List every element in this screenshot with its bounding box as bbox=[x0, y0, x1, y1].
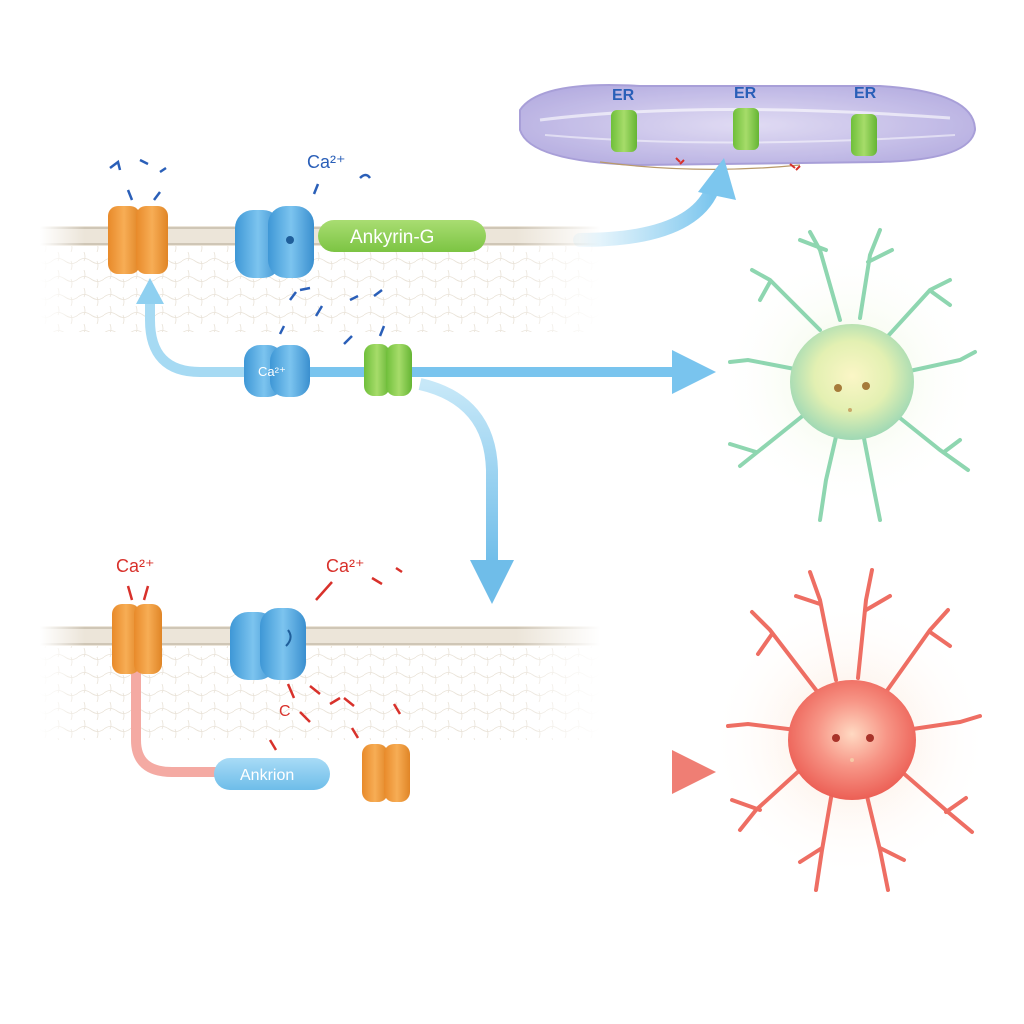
er-channel-2 bbox=[733, 108, 759, 150]
mid-green-channel bbox=[364, 344, 412, 396]
mid-ca-label: Ca²⁺ bbox=[258, 364, 286, 379]
er-label-1: ER bbox=[612, 87, 635, 104]
bottom-orange-channel-small bbox=[362, 744, 410, 802]
arrow-feedback-loop bbox=[145, 300, 250, 377]
ankyrin-bottom-label: Ankrion bbox=[240, 767, 294, 784]
er-channel-3 bbox=[851, 114, 877, 156]
er-channel-1 bbox=[611, 110, 637, 152]
stressed-cell bbox=[710, 568, 990, 892]
er-label-3: ER bbox=[854, 85, 877, 102]
bottom-ion-symbols: Ca²⁺ Ca²⁺ C bbox=[116, 556, 403, 751]
ankyrin-bottom: Ankrion bbox=[214, 758, 330, 790]
arrow-down bbox=[418, 378, 498, 565]
healthy-cell bbox=[720, 228, 980, 522]
arrow-to-er bbox=[573, 183, 719, 247]
top-blue-channel bbox=[235, 206, 314, 278]
ca-ion-label-small: C bbox=[279, 703, 291, 720]
top-orange-channel bbox=[108, 206, 168, 274]
top-arrows bbox=[136, 158, 736, 604]
bottom-blue-channel bbox=[230, 608, 306, 680]
arrow-stress-loop bbox=[131, 668, 230, 777]
ca-ion-label-left: Ca²⁺ bbox=[116, 556, 155, 576]
ankyrin-g-label: Ankyrin-G bbox=[350, 227, 434, 248]
bottom-orange-channel bbox=[112, 604, 162, 674]
er-label-2: ER bbox=[734, 85, 757, 102]
mid-blue-channel: Ca²⁺ bbox=[244, 345, 310, 397]
ca-ion-label-right: Ca²⁺ bbox=[326, 556, 365, 576]
ankyrin-g-top: Ankyrin-G bbox=[318, 220, 486, 252]
top-ion-symbols: Ca²⁺ bbox=[109, 152, 386, 345]
ca-ion-label-top: Ca²⁺ bbox=[307, 152, 346, 172]
endoplasmic-reticulum: ER ER ER bbox=[519, 84, 977, 171]
